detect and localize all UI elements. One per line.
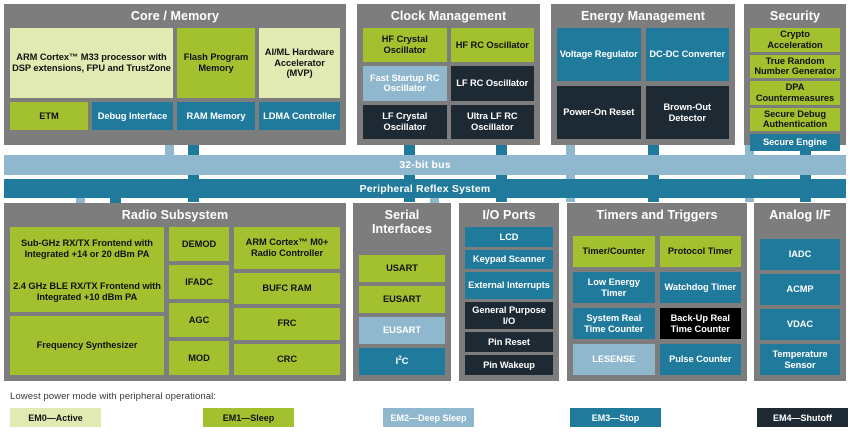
legend-item-em2: EM2—Deep Sleep (383, 408, 474, 427)
panel-security: Security Crypto Acceleration True Random… (744, 4, 846, 152)
block-m0-radio-controller[interactable]: ARM Cortex™ M0+ Radio Controller (234, 227, 340, 269)
block-ram-memory[interactable]: RAM Memory (177, 102, 255, 130)
block-power-on-reset[interactable]: Power-On Reset (557, 86, 641, 139)
block-secure-engine[interactable]: Secure Engine (750, 134, 840, 152)
block-acmp[interactable]: ACMP (760, 274, 840, 305)
block-etm[interactable]: ETM (10, 102, 88, 130)
block-temperature-sensor[interactable]: Temperature Sensor (760, 344, 840, 375)
block-mod[interactable]: MOD (169, 341, 229, 375)
block-lcd[interactable]: LCD (465, 227, 553, 247)
panel-io-ports: I/O Ports LCD Keypad Scanner External In… (459, 203, 559, 381)
block-eusart-2[interactable]: EUSART (359, 317, 445, 344)
block-dcdc-converter[interactable]: DC-DC Converter (645, 28, 729, 81)
block-ifadc[interactable]: IFADC (169, 265, 229, 299)
block-watchdog-timer[interactable]: Watchdog Timer (659, 272, 741, 303)
block-agc[interactable]: AGC (169, 303, 229, 337)
block-general-purpose-io[interactable]: General Purpose I/O (465, 302, 553, 329)
panel-energy-management: Energy Management Voltage Regulator DC-D… (551, 4, 735, 145)
block-brown-out-detector[interactable]: Brown-Out Detector (645, 86, 729, 139)
block-pin-wakeup[interactable]: Pin Wakeup (465, 355, 553, 375)
panel-core-memory: Core / Memory ARM Cortex™ M33 processor … (4, 4, 346, 145)
block-crypto-acceleration[interactable]: Crypto Acceleration (750, 28, 840, 52)
block-cpu[interactable]: ARM Cortex™ M33 processor with DSP exten… (10, 28, 173, 98)
block-lesense[interactable]: LESENSE (573, 344, 655, 375)
block-true-random-number-generator[interactable]: True Random Number Generator (750, 54, 840, 79)
panel-title-clock-management: Clock Management (390, 9, 507, 23)
block-fast-startup-rc-oscillator[interactable]: Fast Startup RC Oscillator (363, 66, 447, 101)
block-system-real-time-counter[interactable]: System Real Time Counter (573, 308, 655, 339)
block-backup-real-time-counter[interactable]: Back-Up Real Time Counter (659, 308, 741, 339)
block-crc[interactable]: CRC (234, 343, 340, 375)
block-ble-frontend[interactable]: 2.4 GHz BLE RX/TX Frontend with Integrat… (10, 271, 164, 312)
legend-item-em3: EM3—Stop (570, 408, 661, 427)
panel-title-security: Security (769, 9, 821, 23)
legend-item-em4: EM4—Shutoff (757, 408, 848, 427)
panel-title-timers-triggers: Timers and Triggers (596, 208, 718, 222)
block-vdac[interactable]: VDAC (760, 309, 840, 340)
panel-title-io-ports: I/O Ports (482, 208, 536, 222)
legend-caption: Lowest power mode with peripheral operat… (10, 391, 217, 402)
block-protocol-timer[interactable]: Protocol Timer (659, 236, 741, 267)
block-pin-reset[interactable]: Pin Reset (465, 332, 553, 352)
legend-item-em1: EM1—Sleep (203, 408, 294, 427)
bus-prs-label: Peripheral Reflex System (359, 182, 491, 195)
block-subghz-frontend[interactable]: Sub-GHz RX/TX Frontend with Integrated +… (10, 227, 164, 271)
block-dpa-countermeasures[interactable]: DPA Countermeasures (750, 81, 840, 105)
block-demod[interactable]: DEMOD (169, 227, 229, 261)
block-debug-interface[interactable]: Debug Interface (92, 102, 173, 130)
block-aiml-accelerator[interactable]: AI/ML Hardware Accelerator (MVP) (259, 28, 340, 98)
panel-title-serial-interfaces: Serial Interfaces (371, 208, 433, 236)
block-usart[interactable]: USART (359, 255, 445, 282)
panel-analog-if: Analog I/F IADC ACMP VDAC Temperature Se… (754, 203, 846, 381)
panel-clock-management: Clock Management HF Crystal Oscillator H… (357, 4, 540, 145)
block-voltage-regulator[interactable]: Voltage Regulator (557, 28, 641, 81)
block-ldma-controller[interactable]: LDMA Controller (259, 102, 340, 130)
block-lf-crystal-oscillator[interactable]: LF Crystal Oscillator (363, 104, 447, 139)
block-secure-debug-authentication[interactable]: Secure Debug Authentication (750, 107, 840, 132)
panel-title-radio-subsystem: Radio Subsystem (121, 208, 229, 222)
block-eusart-1[interactable]: EUSART (359, 286, 445, 313)
bus-32-bit: 32-bit bus (4, 155, 846, 175)
block-frc[interactable]: FRC (234, 308, 340, 340)
bus-peripheral-reflex-system: Peripheral Reflex System (4, 179, 846, 198)
block-i2c-label: I2C (395, 355, 409, 367)
block-flash-program-memory[interactable]: Flash Program Memory (177, 28, 255, 98)
block-hf-rc-oscillator[interactable]: HF RC Oscillator (450, 28, 534, 63)
panel-title-core-memory: Core / Memory (130, 9, 220, 23)
block-frequency-synthesizer[interactable]: Frequency Synthesizer (10, 316, 164, 375)
block-iadc[interactable]: IADC (760, 239, 840, 270)
panel-serial-interfaces: Serial Interfaces USART EUSART EUSART I2… (353, 203, 451, 381)
block-timer-counter[interactable]: Timer/Counter (573, 236, 655, 267)
block-i2c[interactable]: I2C (359, 348, 445, 375)
block-lf-rc-oscillator[interactable]: LF RC Oscillator (450, 66, 534, 101)
block-low-energy-timer[interactable]: Low Energy Timer (573, 272, 655, 303)
block-external-interrupts[interactable]: External Interrupts (465, 272, 553, 299)
bus-stub (165, 140, 174, 160)
block-bufc-ram[interactable]: BUFC RAM (234, 272, 340, 305)
bus-32-bit-label: 32-bit bus (399, 159, 451, 171)
panel-title-energy-management: Energy Management (581, 9, 705, 23)
legend-item-em0: EM0—Active (10, 408, 101, 427)
panel-timers-triggers: Timers and Triggers Timer/Counter Protoc… (567, 203, 747, 381)
block-ultra-lf-rc-oscillator[interactable]: Ultra LF RC Oscillator (450, 104, 534, 139)
panel-title-analog-if: Analog I/F (769, 208, 831, 222)
panel-radio-subsystem: Radio Subsystem Sub-GHz RX/TX Frontend w… (4, 203, 346, 381)
block-hf-crystal-oscillator[interactable]: HF Crystal Oscillator (363, 28, 447, 63)
block-keypad-scanner[interactable]: Keypad Scanner (465, 250, 553, 269)
block-pulse-counter[interactable]: Pulse Counter (659, 344, 741, 375)
